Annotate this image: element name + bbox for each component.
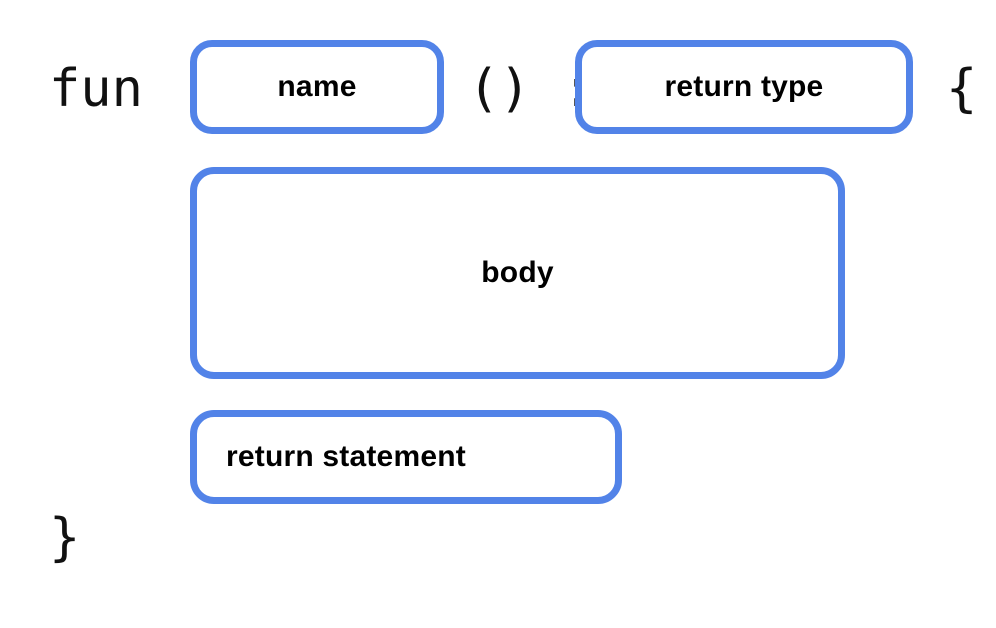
slot-body-label: body bbox=[481, 256, 554, 289]
slot-return-statement-label: return statement bbox=[226, 440, 466, 473]
slot-body[interactable]: body bbox=[190, 167, 845, 379]
slot-return-statement[interactable]: return statement bbox=[190, 410, 622, 504]
slot-return-type[interactable]: return type bbox=[575, 40, 913, 134]
slot-name-label: name bbox=[277, 70, 357, 103]
brace-open-token: { bbox=[946, 59, 978, 119]
slot-return-type-label: return type bbox=[664, 70, 824, 103]
brace-close-token: } bbox=[49, 508, 81, 568]
keyword-fun-token: fun bbox=[49, 59, 143, 119]
slot-name[interactable]: name bbox=[190, 40, 444, 134]
